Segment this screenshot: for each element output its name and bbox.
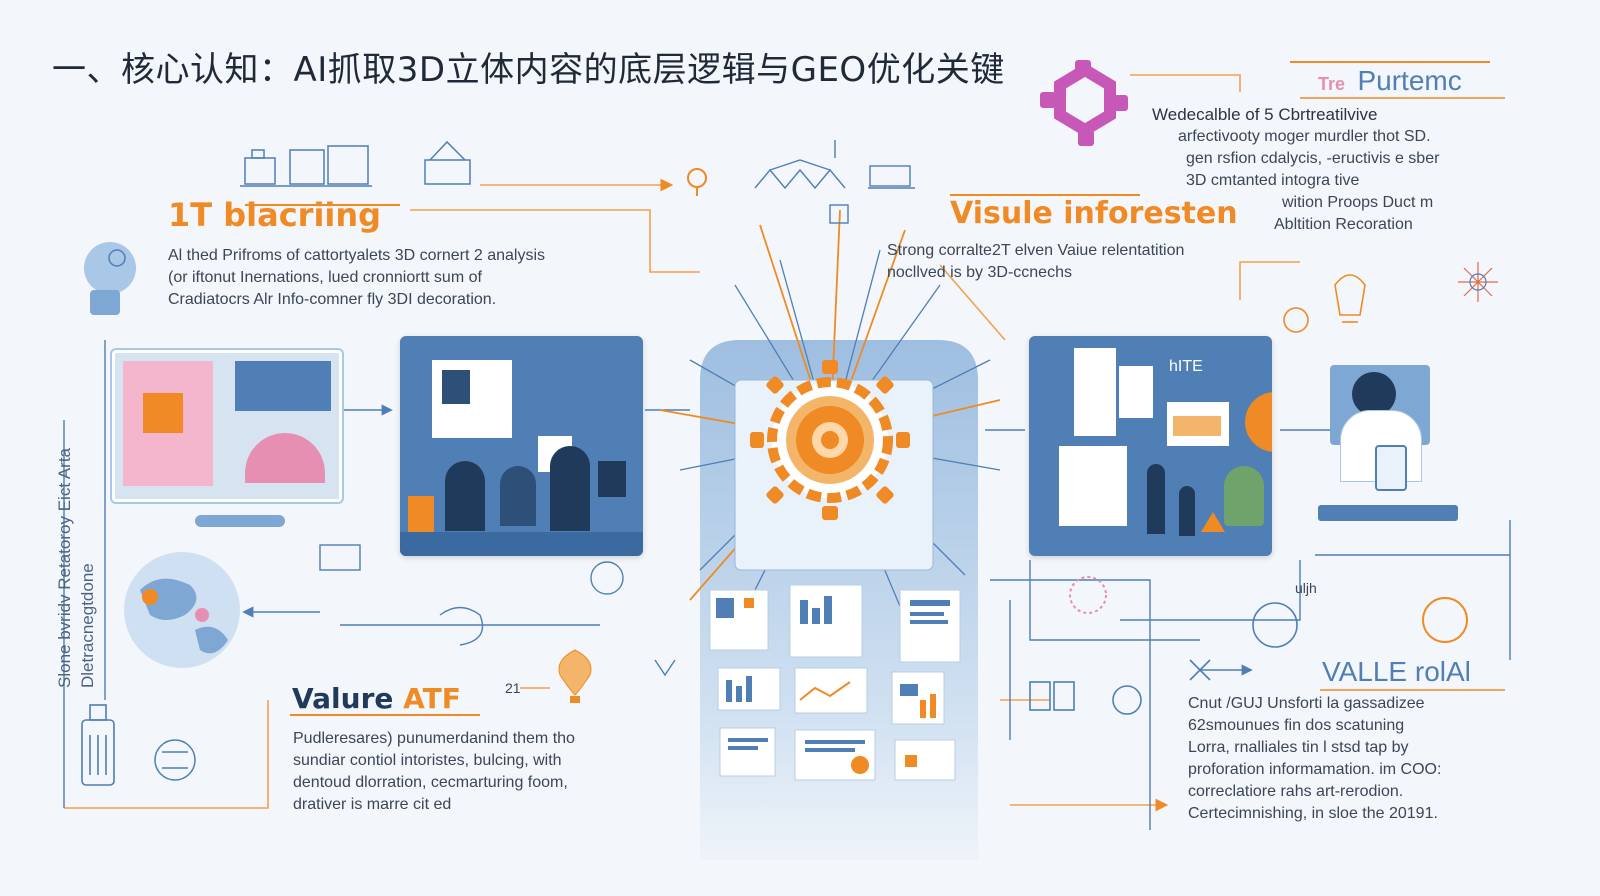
person-figure [500,466,536,526]
warning-triangle-icon [1201,512,1225,532]
text-line: (or iftonut Inernations, lued cronniortt… [168,269,482,286]
illustration-panel-team [400,336,643,556]
ulih-label: uljh [1295,580,1317,596]
text-line: correclatiore rahs art-rerodion. [1188,783,1404,800]
text-line: Abltition Recoration [1274,216,1413,233]
robot-figure-icon [84,242,136,315]
person-figure [1179,486,1195,536]
vertical-text-2: Dletracnegtdone [78,563,97,688]
section-text-bottom-left: Pudleresares) punumerdanind them tho sun… [293,728,575,816]
lightbulb-icon [687,168,707,196]
phone-icon [1375,445,1407,491]
puzzle-hexagon-icon [1040,60,1128,146]
text-line: 62smounues fin dos scatuning [1188,717,1405,734]
desk-keyboard [1318,505,1458,521]
section-text-bottom-right: Cnut /GUJ Unsforti la gassadizee 62smoun… [1188,693,1441,825]
title-prefix: Tre [1318,74,1346,94]
monitor-screen [598,461,626,497]
section-title-top-middle: Visule inforesten [950,196,1238,231]
building-icons [240,140,471,187]
chair-figure [408,496,434,536]
text-line: dentoud dlorration, cecmarturing foom, [293,774,568,791]
person-figure [550,446,590,531]
chart-bars [1173,416,1221,436]
text-line: nocllved is by 3D-ccnechs [887,264,1072,281]
section-title-bottom-right: VALLE rolAl [1322,656,1471,687]
document-card [1059,446,1127,526]
monitor-stand [195,515,285,527]
title-main: Purtemc [1357,65,1462,96]
person-figure [1147,464,1165,534]
flower-lamp-icon [154,739,196,781]
monitor-panel-left [112,350,342,502]
title-dark-part: Valure [292,682,394,715]
pink-hill [245,433,325,483]
section-title-top-left: 1T blacriing [168,196,382,234]
thermos-icon [81,704,115,786]
hite-label: hITE [1169,358,1203,375]
text-line: arfectivooty moger murdler thot SD. [1178,128,1431,145]
hub-gear [750,360,910,520]
text-line: proforation informamation. im COO: [1188,761,1442,778]
text-line: Certecimnishing, in sloe the 20191. [1188,805,1438,822]
section-title-bottom-left: Valure ATF [292,682,461,715]
text-line: Pudleresares) punumerdanind them tho [293,730,575,747]
desk [400,532,643,556]
title-accent-part: ATF [403,682,461,715]
person-head [1352,372,1396,416]
text-line: Strong corralte2T elven Vaiue relentatit… [887,242,1185,259]
section-text-top-right: Wedecalble of 5 Cbrtreatilvive arfectivo… [1152,104,1582,236]
orange-block [143,393,183,433]
text-line: Wedecalble of 5 Cbrtreatilvive [1152,105,1378,124]
text-line: sundiar contiol intoristes, bulcing, wit… [293,752,562,769]
orange-circle [1245,392,1272,452]
text-line: Al thed Prifroms of cattortyalets 3D cor… [168,247,546,264]
text-line: drativer is marre cit ed [293,796,452,813]
page-title: 一、核心认知：AI抓取3D立体内容的底层逻辑与GEO优化关键 [52,50,1005,90]
illustration-panel-documents: hITE [1029,336,1272,556]
vertical-text-1: Slone bvridv Retatoroy Eict Arta [55,447,74,688]
text-line: gen rsfion cdalycis, -eructivis e sber [1186,150,1440,167]
text-line: Cradiatocrs Alr Info-comner fly 3DI deco… [168,291,497,308]
globe-icon [124,552,240,668]
num-label: 21 [505,680,521,696]
text-line: 3D cmtanted intogra tive [1186,172,1360,189]
section-text-top-middle: Strong corralte2T elven Vaiue relentatit… [887,240,1184,284]
person-figure [445,461,485,531]
hot-air-balloon-icon [558,649,592,703]
blue-block [235,361,331,411]
section-title-top-right: Tre Purtemc [1318,65,1462,97]
sunburst-icon [1458,262,1498,302]
section-text-top-left: Al thed Prifroms of cattortyalets 3D cor… [168,245,545,311]
plant-icon [1224,466,1264,526]
doc-image [442,370,470,404]
text-line: Lorra, rnalliales tin l stsd tap by [1188,739,1409,756]
document-card [1074,348,1116,436]
document-card [1119,366,1153,418]
text-line: wition Proops Duct m [1282,194,1434,211]
text-line: Cnut /GUJ Unsforti la gassadizee [1188,695,1425,712]
